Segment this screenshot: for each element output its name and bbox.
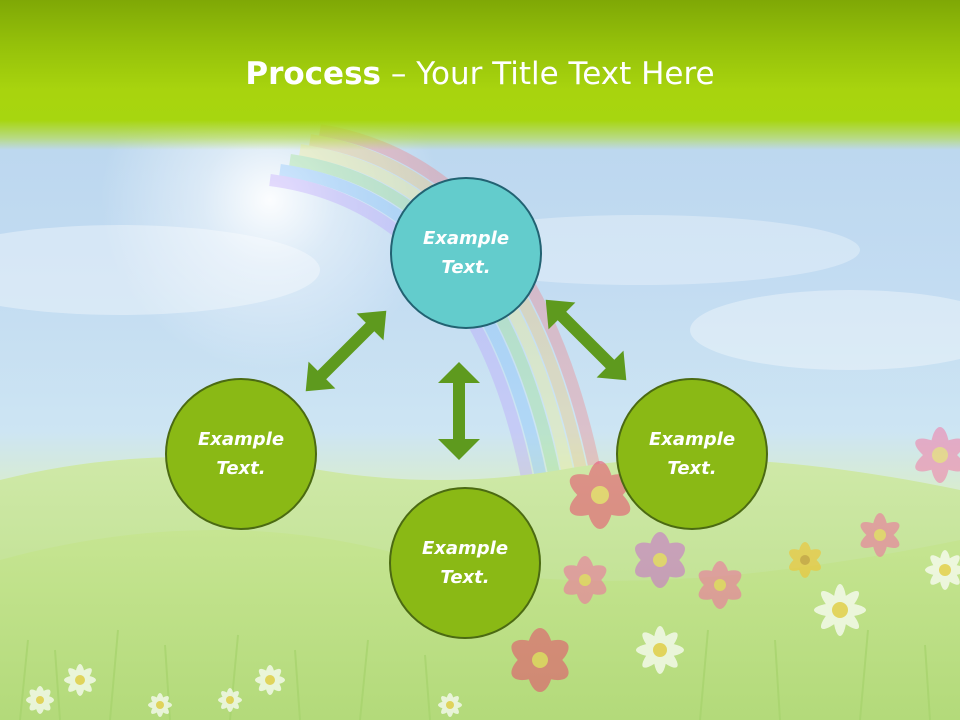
double-arrow-icon (438, 362, 480, 460)
step-text: Example Text. (421, 538, 509, 588)
title-bold: Process (245, 56, 381, 92)
step-text: Example Text. (422, 228, 510, 278)
title-rest: – Your Title Text Here (381, 56, 715, 92)
process-step-bottom: Example Text. (389, 487, 541, 639)
title-banner (0, 0, 960, 150)
double-arrow-icon (305, 310, 387, 392)
double-arrow-icon (545, 299, 627, 381)
step-text: Example Text. (648, 429, 736, 479)
slide-title: Process – Your Title Text Here (0, 52, 960, 96)
process-step-left: Example Text. (165, 378, 317, 530)
step-text: Example Text. (197, 429, 285, 479)
process-step-top: Example Text. (390, 177, 542, 329)
process-step-right: Example Text. (616, 378, 768, 530)
